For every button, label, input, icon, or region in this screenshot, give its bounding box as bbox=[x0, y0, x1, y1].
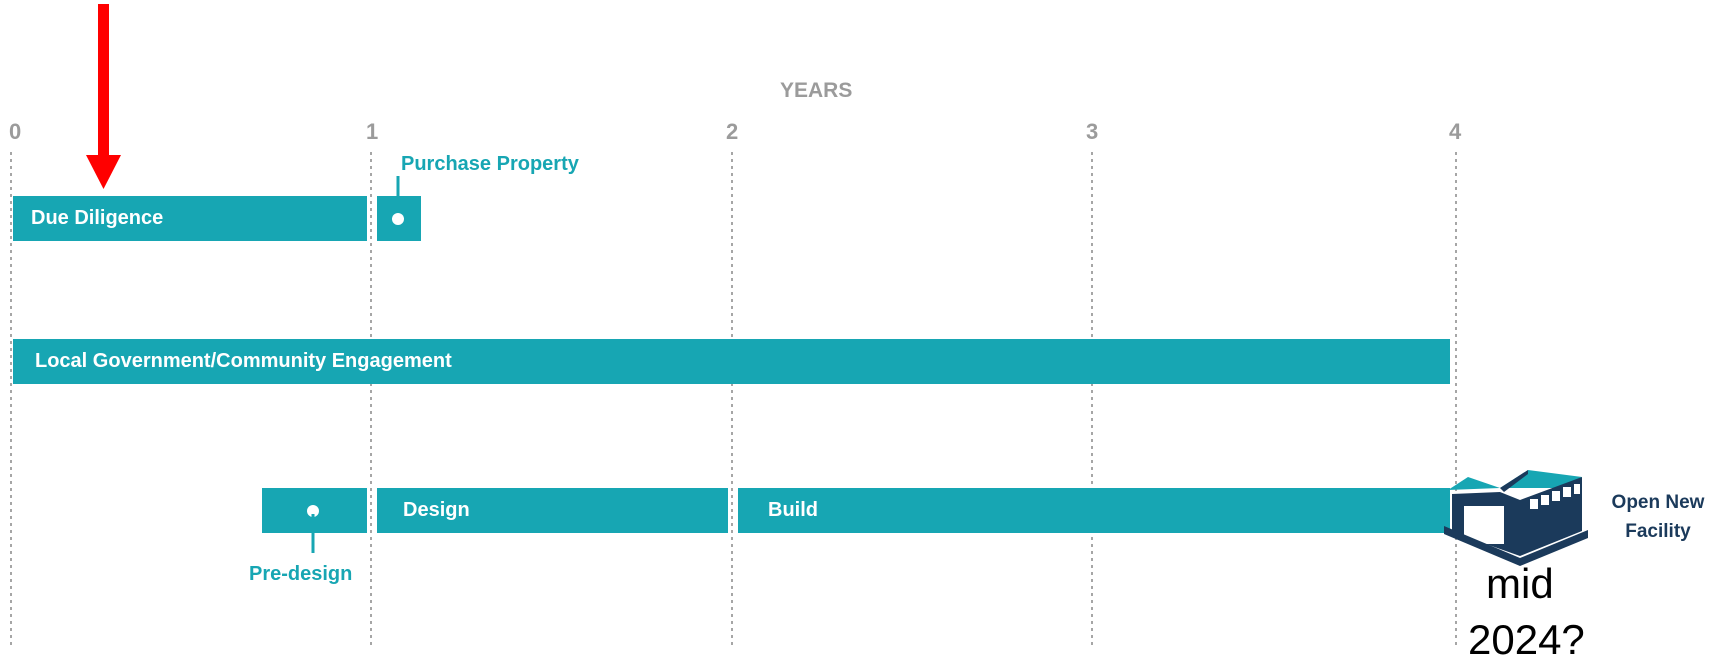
bar-build-label: Build bbox=[768, 499, 818, 521]
tick-label-3: 3 bbox=[1086, 119, 1099, 144]
callout-predesign: Pre-design bbox=[249, 563, 353, 585]
factory-building-icon bbox=[1444, 470, 1588, 566]
bar-design: Design bbox=[377, 488, 728, 533]
pin-purchase-property bbox=[392, 176, 404, 225]
bar-engagement-label: Local Government/Community Engagement bbox=[35, 350, 452, 372]
red-down-arrow-icon bbox=[86, 4, 121, 189]
milestone-date-line-1: mid bbox=[1486, 560, 1554, 607]
callout-purchase-property: Purchase Property bbox=[401, 153, 579, 175]
bar-build: Build bbox=[738, 488, 1450, 533]
tick-label-4: 4 bbox=[1449, 119, 1462, 144]
milestone-label-line-2: Facility bbox=[1625, 521, 1691, 542]
bar-due-diligence-label: Due Diligence bbox=[31, 207, 164, 229]
milestone-date-note: mid 2024? bbox=[1468, 556, 1618, 668]
axis-title: YEARS bbox=[780, 79, 853, 102]
tick-label-0: 0 bbox=[9, 119, 22, 144]
milestone-label-line-1: Open New bbox=[1611, 492, 1705, 513]
pin-predesign bbox=[307, 505, 319, 553]
bar-design-label: Design bbox=[403, 499, 470, 521]
milestone-date-line-2: 2024? bbox=[1468, 616, 1585, 663]
bar-due-diligence: Due Diligence bbox=[13, 196, 367, 241]
milestone-open-facility-label: Open New Facility bbox=[1596, 488, 1716, 546]
tick-label-2: 2 bbox=[726, 119, 739, 144]
bar-engagement: Local Government/Community Engagement bbox=[13, 339, 1450, 384]
tick-label-1: 1 bbox=[366, 119, 379, 144]
